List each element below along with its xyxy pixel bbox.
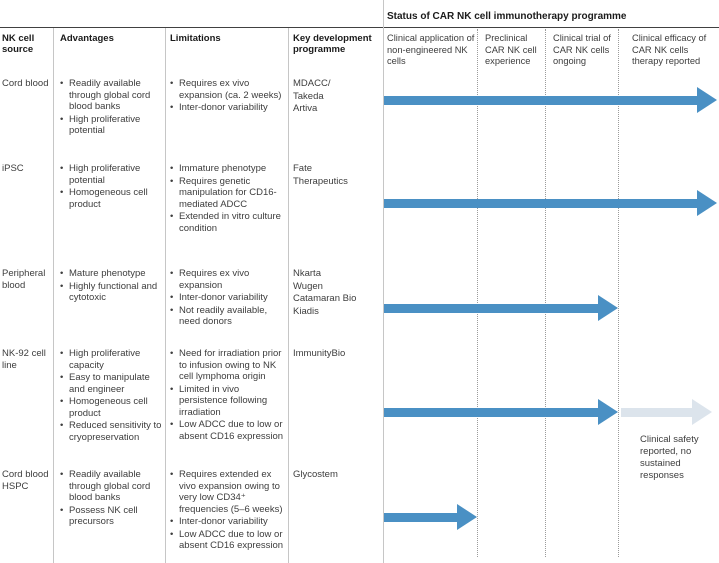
status-arrow-blue-shaft [384,512,457,522]
programme-name: Fate [293,163,313,174]
status-arrow-light-head [692,399,712,425]
limitation-item: Inter-donor variability [170,516,286,528]
status-programme-title: Status of CAR NK cell immunotherapy prog… [387,11,627,22]
row-source-label: Peripheral blood [2,268,46,291]
grid-line-programme-status [383,0,384,563]
grid-line-source-advantages [53,28,54,563]
advantage-item: Homogeneous cell product [60,396,162,419]
limitation-item: Requires ex vivo expansion (ca. 2 weeks) [170,78,286,101]
status-arrow-blue-head [598,399,618,425]
programme-name: MDACC/ [293,78,331,89]
programme-name: Kiadis [293,305,319,317]
status-column-clinical-efficacy-reported: Clinical efficacy of CAR NK cells therap… [632,33,707,67]
dotted-line-3 [618,29,619,557]
row-source-label: Cord blood HSPC [2,469,49,492]
column-header-key-development-programme: Key development programme [293,33,372,56]
limitation-item: Requires genetic manipulation for CD16-m… [170,176,286,211]
row-advantages-list: High proliferative potentialHomogeneous … [60,163,162,211]
row-advantages-list: High proliferative capacityEasy to manip… [60,348,162,445]
dotted-line-1 [477,29,478,557]
grid-line-advantages-limitations [165,28,166,563]
advantage-item: Easy to manipulate and engineer [60,372,162,395]
row-source-label: NK-92 cell line [2,348,46,371]
programme-name: Nkarta [293,268,321,279]
advantage-item: Readily available through global cord bl… [60,78,162,113]
advantage-item: Readily available through global cord bl… [60,469,162,504]
programme-name: ImmunityBio [293,348,346,359]
status-arrow-light-shaft [621,407,692,417]
row-limitations-list: Requires ex vivo expansion (ca. 2 weeks)… [170,78,286,115]
limitation-item: Inter-donor variability [170,292,286,304]
row-source-label: Cord blood [2,78,49,89]
status-arrow-blue-shaft [384,407,598,417]
column-header-advantages: Advantages [60,33,114,44]
row-source-label: iPSC [2,163,24,174]
arrow-annotation: Clinical safety reported, no sustained r… [640,434,699,481]
advantage-item: Homogeneous cell product [60,187,162,210]
programme-name: Wugen [293,280,323,292]
limitation-item: Inter-donor variability [170,102,286,114]
limitation-item: Requires ex vivo expansion [170,268,286,291]
status-arrow-blue-shaft [384,198,697,208]
dotted-line-2 [545,29,546,557]
limitation-item: Low ADCC due to low or absent CD16 expre… [170,419,286,442]
advantage-item: High proliferative potential [60,163,162,186]
status-arrow-blue-head [697,87,717,113]
advantage-item: Mature phenotype [60,268,162,280]
grid-line-limitations-programme [288,28,289,563]
status-arrow-blue-head [457,504,477,530]
row-limitations-list: Requires extended ex vivo expansion owin… [170,469,286,553]
column-header-nk-cell-source: NK cell source [2,33,35,56]
row-limitations-list: Immature phenotypeRequires genetic manip… [170,163,286,235]
advantage-item: High proliferative potential [60,114,162,137]
advantage-item: High proliferative capacity [60,348,162,371]
limitation-item: Immature phenotype [170,163,286,175]
programme-name: Glycostem [293,469,338,480]
programme-name: Takeda [293,90,324,102]
limitation-item: Need for irradiation prior to infusion o… [170,348,286,383]
status-column-preclinical-experience: Preclinical CAR NK cell experience [485,33,537,67]
limitation-item: Not readily available, need donors [170,305,286,328]
programme-name: Catamaran Bio [293,293,357,305]
advantage-item: Reduced sensitivity to cryopreservation [60,420,162,443]
column-header-limitations: Limitations [170,33,221,44]
status-arrow-blue-shaft [384,95,697,105]
status-arrow-blue-head [697,190,717,216]
advantage-item: Highly functional and cytotoxic [60,281,162,304]
status-arrow-blue-head [598,295,618,321]
limitation-item: Requires extended ex vivo expansion owin… [170,469,286,515]
programme-name: Therapeutics [293,175,348,187]
row-programme: ImmunityBio [293,348,379,361]
status-arrow-blue-shaft [384,303,598,313]
row-programme: Glycostem [293,469,379,482]
limitation-item: Low ADCC due to low or absent CD16 expre… [170,529,286,552]
row-limitations-list: Need for irradiation prior to infusion o… [170,348,286,444]
advantage-item: Possess NK cell precursors [60,505,162,528]
status-column-clinical-trial-ongoing: Clinical trial of CAR NK cells ongoing [553,33,611,67]
row-advantages-list: Readily available through global cord bl… [60,469,162,529]
row-limitations-list: Requires ex vivo expansionInter-donor va… [170,268,286,329]
status-column-clinical-application: Clinical application of non-engineered N… [387,33,475,67]
programme-name: Artiva [293,103,318,115]
limitation-item: Limited in vivo persistence following ir… [170,384,286,419]
limitation-item: Extended in vitro culture condition [170,211,286,234]
row-advantages-list: Mature phenotypeHighly functional and cy… [60,268,162,305]
row-advantages-list: Readily available through global cord bl… [60,78,162,138]
header-rule [0,27,719,28]
